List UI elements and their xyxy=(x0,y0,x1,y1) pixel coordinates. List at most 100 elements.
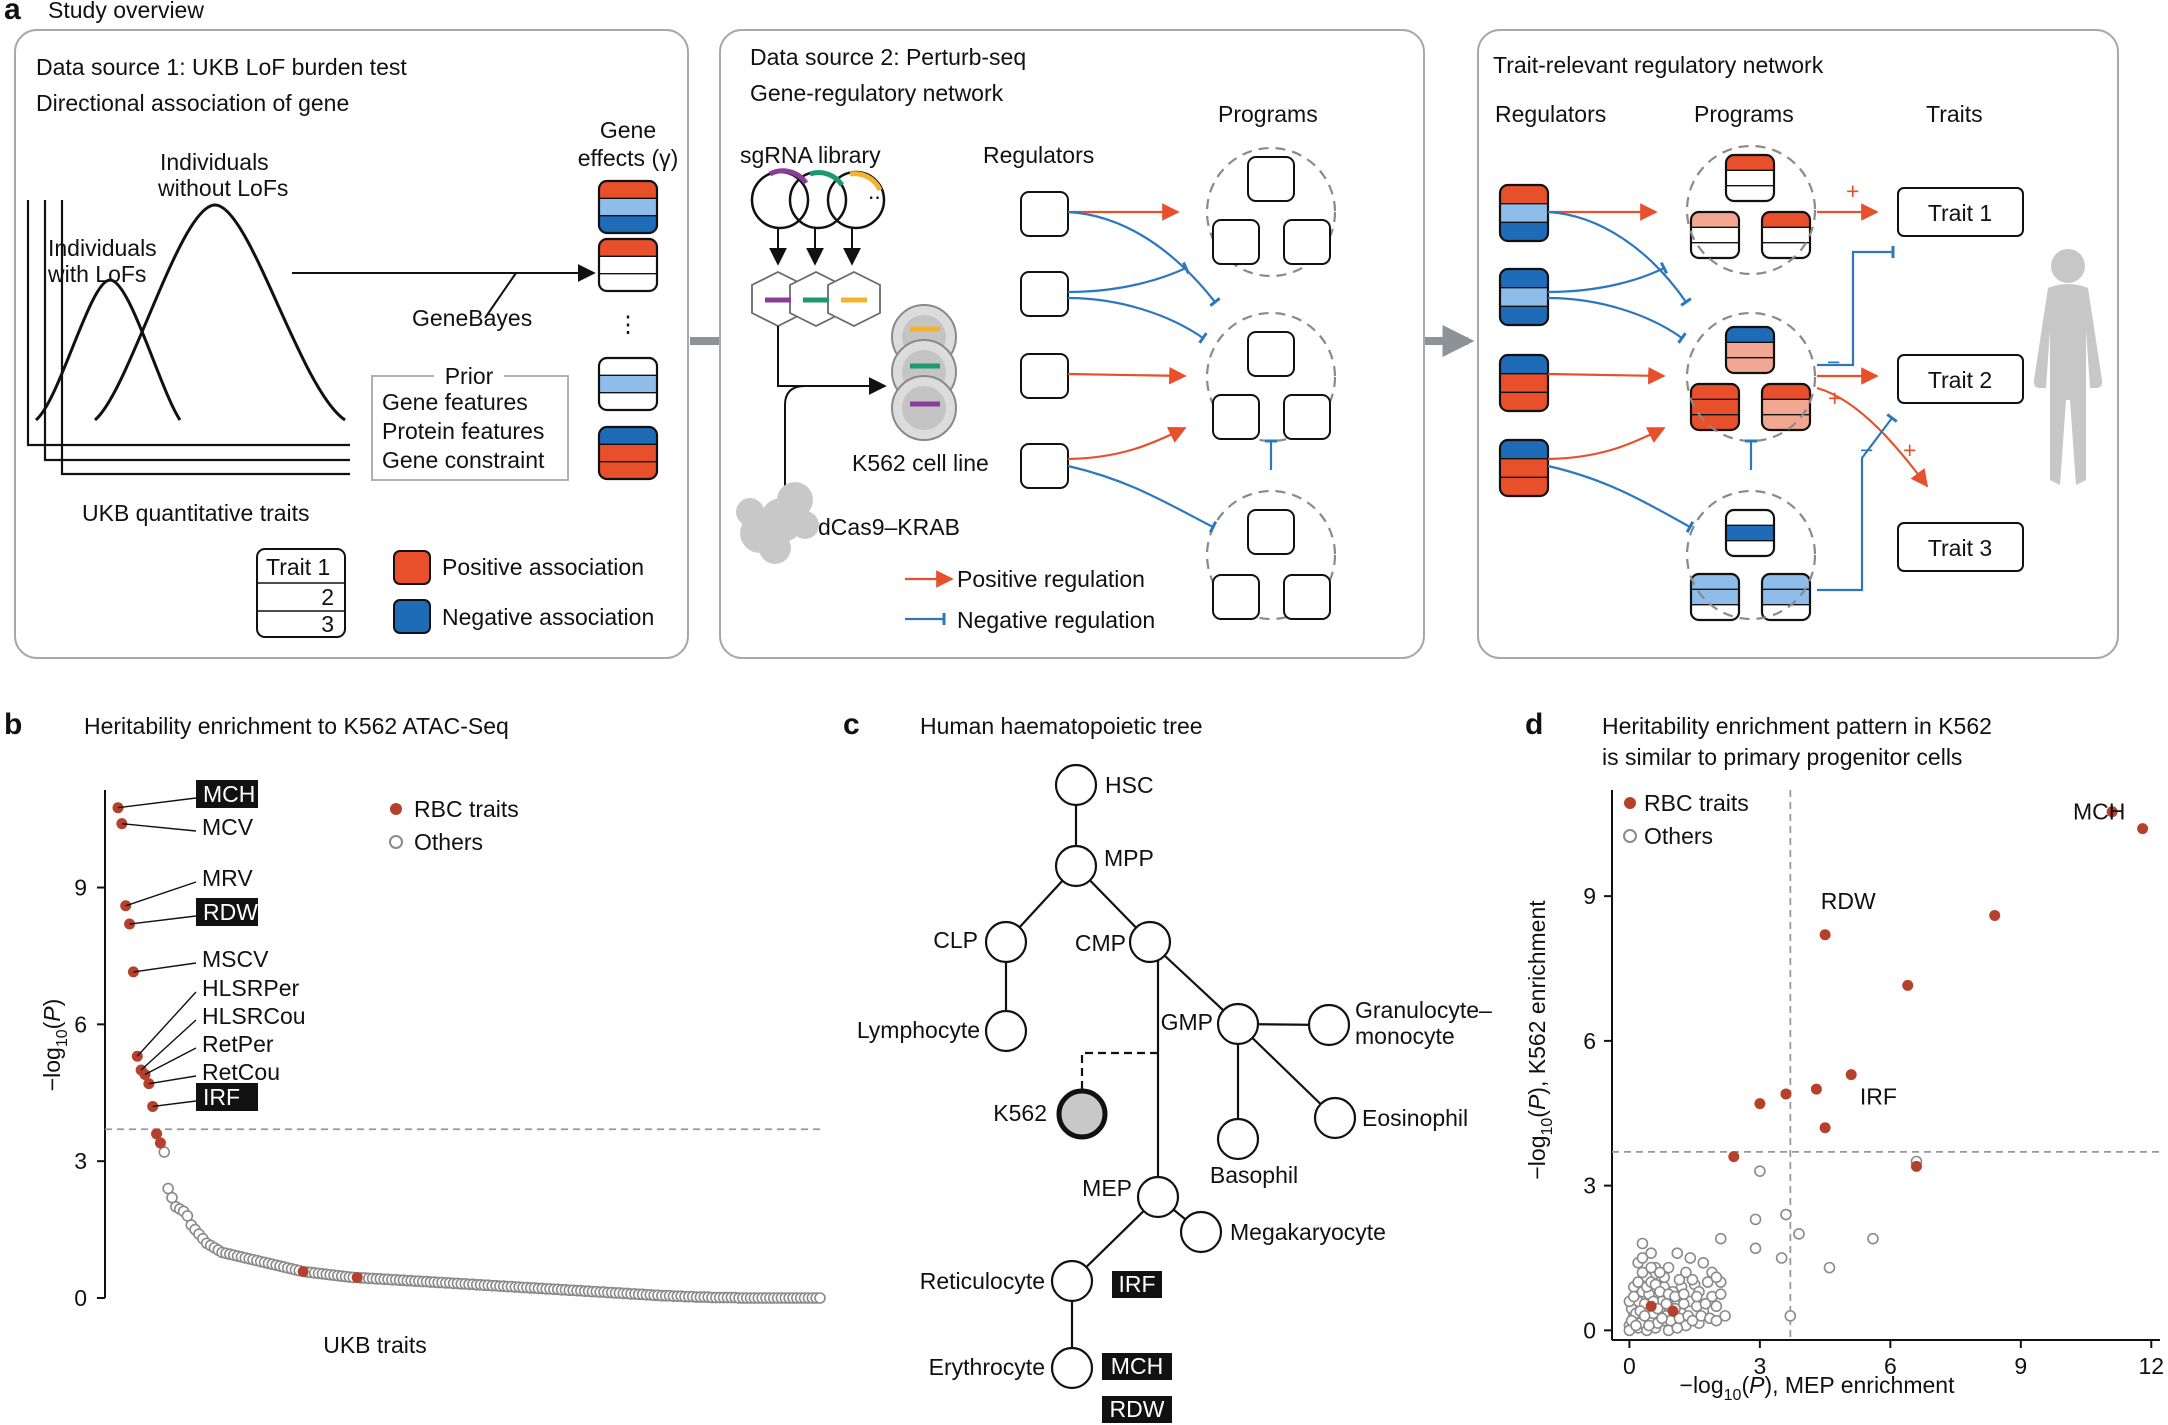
box2-regulators-label: Regulators xyxy=(983,142,1094,168)
gene-box-stripe xyxy=(1500,306,1548,325)
gene-box-stripe xyxy=(1691,399,1739,416)
panel-b-xlabel: UKB traits xyxy=(323,1332,427,1358)
gene-effects-label-2: effects (γ) xyxy=(578,145,679,171)
panel-d-point-rbc xyxy=(1819,929,1831,941)
gene-box-stripe xyxy=(599,427,657,445)
gene-box xyxy=(1760,382,1812,432)
panel-d-x-tick-label: 6 xyxy=(1884,1353,1897,1379)
sign-plus-1: + xyxy=(1846,178,1859,204)
hex-to-cells-path xyxy=(777,326,880,387)
panel-b-label: MRV xyxy=(202,865,253,891)
gene-box-outline xyxy=(1689,572,1741,622)
panel-b-label-leader xyxy=(125,881,197,907)
gene-box-stripe xyxy=(599,392,657,410)
node-k562: K562 xyxy=(993,1100,1047,1126)
panel-d-point-other xyxy=(1654,1266,1666,1279)
panel-d-point-other xyxy=(1660,1298,1673,1310)
gene-box-stripe xyxy=(1762,212,1810,228)
panel-d-point-rbc xyxy=(1728,1151,1740,1163)
box-data-source-1 xyxy=(14,29,689,659)
node-granulocyte-1: Granulocyte– xyxy=(1355,997,1492,1023)
gene-box-stripe xyxy=(1726,510,1774,526)
positive-association-swatch xyxy=(393,550,431,585)
gene-box xyxy=(1724,153,1776,203)
gene-box-outline xyxy=(1498,353,1550,413)
panel-d-annotation: RDW xyxy=(1821,888,1876,914)
box2-programs-label: Programs xyxy=(1218,101,1318,127)
sgrna-library-label: sgRNA library xyxy=(740,142,881,168)
gene-effects-label-1: Gene xyxy=(600,117,656,143)
panel-b-label-leader xyxy=(144,1047,197,1076)
panel-d-point-rbc xyxy=(1845,1069,1857,1081)
gene-box-stripe xyxy=(599,215,657,233)
panel-d-x-tick-label: 12 xyxy=(2139,1353,2165,1379)
gene-box xyxy=(1498,353,1550,413)
panel-d-point-other xyxy=(1662,1261,1675,1274)
gene-box-stripe xyxy=(1762,242,1810,258)
node-erythrocyte: Erythrocyte xyxy=(929,1354,1045,1380)
panel-d-point-other xyxy=(1643,1319,1655,1332)
panel-d-x-tick-label: 0 xyxy=(1623,1353,1636,1379)
panel-d-point-other xyxy=(1627,1290,1640,1303)
ukb-quant-traits-label: UKB quantitative traits xyxy=(82,500,310,526)
panel-d-point-rbc xyxy=(1819,1122,1831,1134)
panel-b-label-box xyxy=(196,1083,258,1111)
panel-d-ylabel: −log10(P), K562 enrichment xyxy=(1524,900,1556,1180)
gene-box-stripe xyxy=(1762,227,1810,244)
gene-box xyxy=(597,179,659,235)
gene-box-outline xyxy=(597,356,659,412)
panel-d-point-other xyxy=(1645,1261,1657,1274)
panel-b-label-leader xyxy=(148,1075,197,1085)
panel-d-point-other xyxy=(1823,1261,1836,1274)
gene-box-stripe xyxy=(1500,458,1548,478)
panel-b-label: IRF xyxy=(203,1084,240,1110)
box2-title-2: Gene-regulatory network xyxy=(750,80,1004,106)
panel-b-label-leader xyxy=(136,991,197,1057)
panel-a-title: Study overview xyxy=(48,0,204,23)
gene-box xyxy=(597,237,659,293)
stacked-axes xyxy=(26,200,350,476)
panel-b-letter: b xyxy=(4,708,22,741)
gene-box xyxy=(1498,438,1550,498)
gene-box-outline xyxy=(597,179,659,235)
panel-d-point-rbc xyxy=(1989,909,2001,921)
trait-3-label: Trait 3 xyxy=(1928,535,1992,561)
gene-box-outline xyxy=(1760,572,1812,622)
gene-box-stripe xyxy=(1691,414,1739,430)
prior-label: Prior xyxy=(445,363,494,389)
tag-mch-bg xyxy=(1102,1353,1172,1380)
gene-box xyxy=(1760,572,1812,622)
positive-association-label: Positive association xyxy=(442,554,644,580)
panel-b-label: MCV xyxy=(202,814,254,840)
sgrna-arrows xyxy=(769,228,861,266)
gene-box-stripe xyxy=(1691,384,1739,400)
panel-d-title-2: is similar to primary progenitor cells xyxy=(1602,744,1962,770)
gene-box-stripe xyxy=(599,358,657,376)
node-mpp: MPP xyxy=(1104,845,1154,871)
panel-b-label-leader xyxy=(121,822,197,832)
node-hsc: HSC xyxy=(1105,772,1154,798)
panel-d-point-other xyxy=(1775,1252,1788,1264)
gene-box xyxy=(1498,183,1550,243)
panel-b-y-tick-label: 6 xyxy=(74,1011,87,1037)
gene-box-stripe xyxy=(599,444,657,463)
gene-effects-ellipsis: ⋮ xyxy=(617,311,640,337)
trait-table-row-1: Trait 1 xyxy=(266,554,330,580)
panel-a-letter: a xyxy=(4,0,21,26)
panel-b-label: RetPer xyxy=(202,1031,274,1057)
panel-b-title: Heritability enrichment to K562 ATAC-Seq xyxy=(84,713,509,739)
dcas9-to-cells-path xyxy=(784,385,806,500)
box3-title: Trait-relevant regulatory network xyxy=(1493,52,1824,78)
gene-box-stripe xyxy=(599,181,657,199)
box2-title-1: Data source 2: Perturb-seq xyxy=(750,44,1026,70)
k562-node xyxy=(1056,1088,1108,1140)
panel-b-label: RDW xyxy=(203,899,258,925)
panel-d-point-rbc xyxy=(1667,1305,1679,1317)
legend-d-rbc-marker xyxy=(1624,797,1636,809)
panel-d-point-other xyxy=(1714,1232,1727,1245)
tag-mch: MCH xyxy=(1111,1353,1163,1379)
gene-box-stripe xyxy=(1762,414,1810,430)
trait-2-label: Trait 2 xyxy=(1928,367,1992,393)
negative-association-label: Negative association xyxy=(442,604,654,630)
